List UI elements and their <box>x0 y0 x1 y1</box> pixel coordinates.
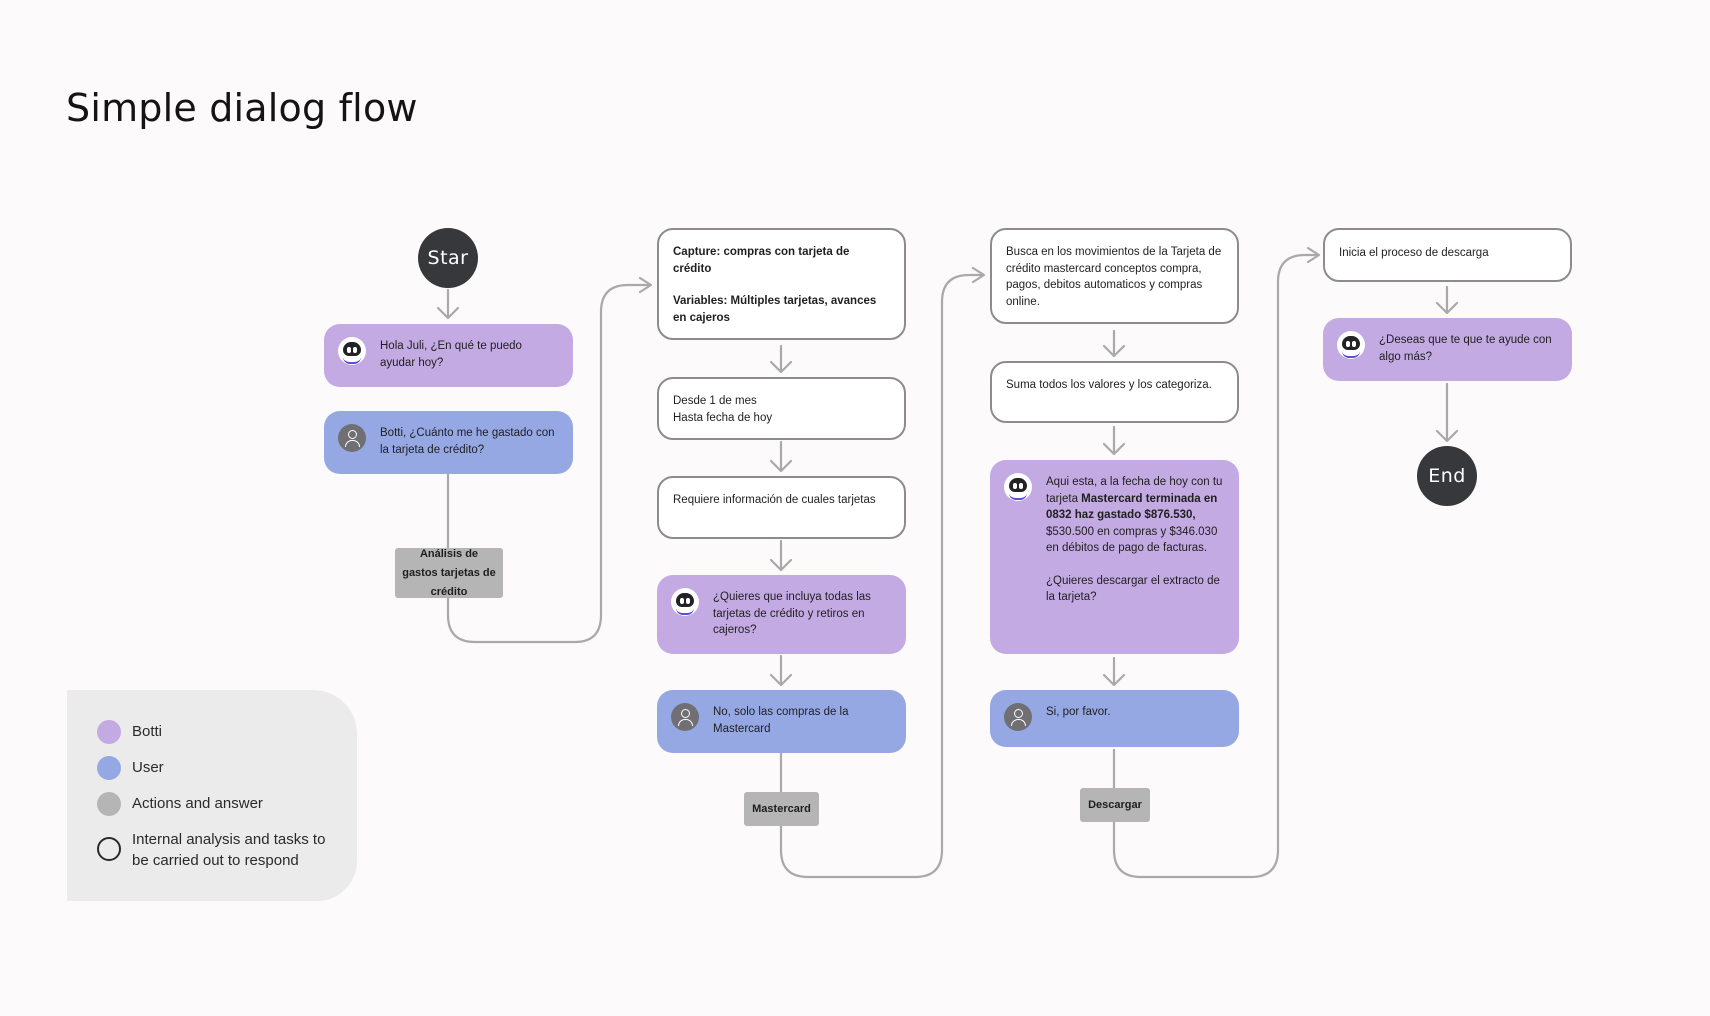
user-avatar-icon <box>1004 703 1032 731</box>
connector-col2-to-col3 <box>779 266 986 879</box>
user-mastercard-answer-bubble: No, solo las compras de la Mastercard <box>657 690 906 753</box>
action-dot-icon <box>97 792 121 816</box>
answer-bold: Mastercard terminada en 0832 haz gastado… <box>1046 492 1218 522</box>
legend-label-botti: Botti <box>132 723 163 740</box>
botti-more-help-text: ¿Deseas que te que te ayude con algo más… <box>1379 334 1552 363</box>
date-range-box: Desde 1 de mes Hasta fecha de hoy <box>657 377 906 440</box>
download-process-box: Inicia el proceso de descarga <box>1323 228 1572 282</box>
start-node: Star <box>418 228 478 288</box>
botti-avatar-icon <box>1004 473 1032 501</box>
botti-avatar-icon <box>671 588 699 616</box>
arrow-question-to-end <box>1435 382 1459 443</box>
legend-item-internal: Internal analysis and tasks to be carrie… <box>97 828 337 871</box>
legend-label-user: User <box>132 759 164 776</box>
user-confirm-bubble: Si, por favor. <box>990 690 1239 747</box>
legend-item-user: User <box>97 756 164 780</box>
page-title: Simple dialog flow <box>66 86 418 130</box>
arrow-start-to-greeting <box>436 288 460 320</box>
user-confirm-text: Si, por favor. <box>1046 706 1111 718</box>
botti-avatar-icon <box>1337 331 1365 359</box>
legend-label-action: Actions and answer <box>132 795 263 812</box>
botti-dot-icon <box>97 720 121 744</box>
connector-col1-to-col2 <box>446 276 653 644</box>
answer-detail: $530.500 en compras y $346.030 en débito… <box>1046 525 1218 555</box>
outline-dot-icon <box>97 837 121 861</box>
arrow-requires-to-question <box>769 539 793 572</box>
end-node: End <box>1417 446 1477 506</box>
search-movements-text: Busca en los movimientos de la Tarjeta d… <box>1006 246 1222 308</box>
arrow-question-to-answer <box>769 654 793 687</box>
requires-info-text: Requiere información de cuales tarjetas <box>673 494 876 506</box>
capture-box: Capture: compras con tarjeta de crédito … <box>657 228 906 340</box>
download-process-text: Inicia el proceso de descarga <box>1339 247 1489 259</box>
action-tag-descargar: Descargar <box>1080 788 1150 822</box>
legend-item-botti: Botti <box>97 720 162 744</box>
arrow-answer-to-user <box>1102 656 1126 687</box>
capture-title-text: Capture: compras con tarjeta de crédito <box>673 246 850 275</box>
legend-item-action: Actions and answer <box>97 792 263 816</box>
arrow-download-to-question <box>1435 285 1459 315</box>
requires-info-box: Requiere información de cuales tarjetas <box>657 476 906 539</box>
botti-cards-question-text: ¿Quieres que incluya todas las tarjetas … <box>713 591 871 636</box>
arrow-sum-to-answer <box>1102 425 1126 456</box>
arrow-capture-to-range <box>769 344 793 374</box>
botti-spending-answer-bubble: Aqui esta, a la fecha de hoy con tu tarj… <box>990 460 1239 654</box>
answer-question: ¿Quieres descargar el extracto de la tar… <box>1046 574 1220 604</box>
user-dot-icon <box>97 756 121 780</box>
answer-intro: Aqui esta, a la fecha de hoy con tu tarj… <box>1046 476 1223 505</box>
arrow-range-to-requires <box>769 440 793 473</box>
date-range-line2: Hasta fecha de hoy <box>673 411 773 424</box>
legend: Botti User Actions and answer Internal a… <box>67 690 357 901</box>
date-range-line1: Desde 1 de mes <box>673 395 757 407</box>
user-question-bubble: Botti, ¿Cuánto me he gastado con la tarj… <box>324 411 573 474</box>
sum-values-box: Suma todos los valores y los categoriza. <box>990 361 1239 423</box>
user-question-text: Botti, ¿Cuánto me he gastado con la tarj… <box>380 427 555 456</box>
action-tag-analisis: Análisis de gastos tarjetas de crédito <box>395 548 503 598</box>
arrow-search-to-sum <box>1102 329 1126 358</box>
sum-values-text: Suma todos los valores y los categoriza. <box>1006 379 1212 391</box>
legend-label-internal: Internal analysis and tasks to be carrie… <box>132 831 326 869</box>
botti-greeting-text: Hola Juli, ¿En qué te puedo ayudar hoy? <box>380 340 522 369</box>
action-tag-mastercard: Mastercard <box>744 792 819 826</box>
user-mastercard-answer-text: No, solo las compras de la Mastercard <box>713 706 849 735</box>
botti-spending-answer-text: Aqui esta, a la fecha de hoy con tu tarj… <box>1046 474 1225 524</box>
user-avatar-icon <box>671 703 699 731</box>
connector-col3-to-col4 <box>1112 246 1321 879</box>
search-movements-box: Busca en los movimientos de la Tarjeta d… <box>990 228 1239 324</box>
botti-cards-question-bubble: ¿Quieres que incluya todas las tarjetas … <box>657 575 906 654</box>
botti-greeting-bubble: Hola Juli, ¿En qué te puedo ayudar hoy? <box>324 324 573 387</box>
botti-more-help-bubble: ¿Deseas que te que te ayude con algo más… <box>1323 318 1572 381</box>
user-avatar-icon <box>338 424 366 452</box>
botti-avatar-icon <box>338 337 366 365</box>
capture-variables-text: Variables: Múltiples tarjetas, avances e… <box>673 295 877 324</box>
